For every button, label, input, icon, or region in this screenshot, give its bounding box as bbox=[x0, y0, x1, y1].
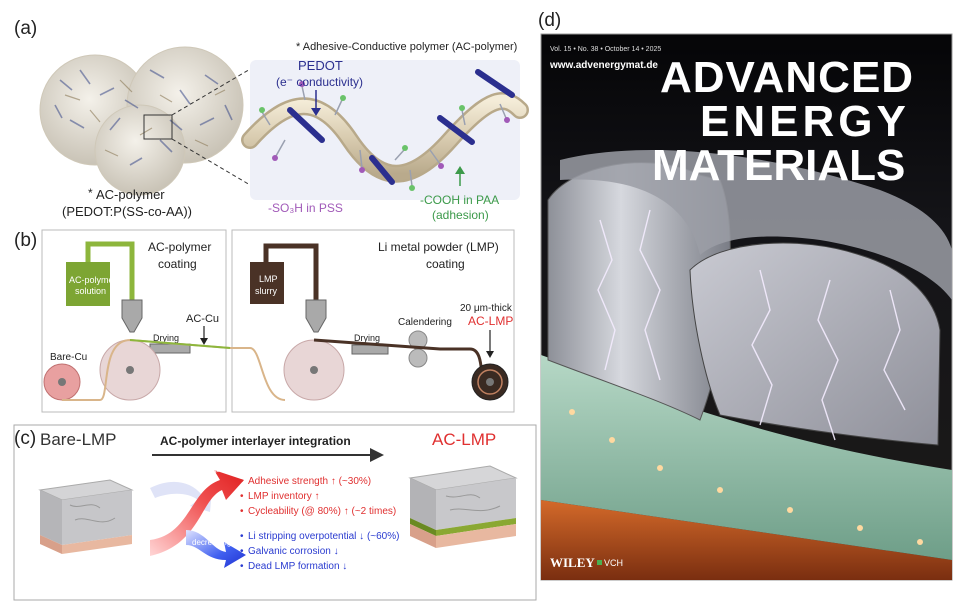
step2-title-1: Li metal powder (LMP) bbox=[378, 240, 499, 254]
down-item-1: Li stripping overpotential ↓ (~60%) bbox=[248, 531, 399, 542]
bare-cu-roll-core bbox=[58, 378, 66, 386]
particle-formula: (PEDOT:P(SS-co-AA)) bbox=[62, 204, 192, 219]
slurry-label-2: slurry bbox=[255, 286, 277, 296]
up-item-3: Cycleability (@ 80%) ↑ (~2 times) bbox=[248, 506, 396, 517]
ac-cu-label: AC-Cu bbox=[186, 313, 219, 325]
calendering-label: Calendering bbox=[398, 317, 452, 328]
decreasing-label: decreasing bbox=[192, 538, 231, 547]
ac-polymer-note: * Adhesive-Conductive polymer (AC-polyme… bbox=[296, 41, 517, 53]
journal-cover: Vol. 15 • No. 38 • October 14 • 2025 www… bbox=[540, 33, 953, 581]
decreasing-arrow bbox=[186, 530, 246, 568]
polymer-chain-diagram bbox=[241, 60, 529, 200]
drying-label-2: Drying bbox=[354, 333, 380, 343]
solution-feed-pipe bbox=[85, 241, 135, 300]
ac-lmp-roll-ring bbox=[477, 369, 503, 395]
cover-issue-line: Vol. 15 • No. 38 • October 14 • 2025 bbox=[550, 46, 661, 53]
cover-publisher-suffix: VCH bbox=[604, 558, 623, 568]
step1-title-2: coating bbox=[158, 257, 197, 271]
integration-title: AC-polymer interlayer integration bbox=[160, 434, 351, 448]
carboxyl-arrowhead bbox=[455, 166, 465, 174]
cover-title-energy: ENERGY bbox=[700, 97, 910, 146]
integration-arrowhead bbox=[370, 448, 384, 462]
coating-roll-2-core bbox=[310, 366, 318, 374]
pedot-sublabel: (e⁻ conductivity) bbox=[276, 75, 363, 89]
ac-polymer-particles bbox=[39, 46, 244, 196]
lmp-slurry-tank bbox=[250, 262, 284, 304]
carboxyl-label: -COOH in PAA bbox=[420, 193, 499, 207]
down-item-3: Dead LMP formation ↓ bbox=[248, 561, 347, 572]
increasing-arrow bbox=[150, 470, 244, 556]
carboxyl-sublabel: (adhesion) bbox=[432, 208, 489, 222]
step2-title-2: coating bbox=[426, 257, 465, 271]
up-item-bullet: • bbox=[240, 506, 244, 517]
panel-b-label: (b) bbox=[14, 230, 37, 251]
particle-label: AC-polymer bbox=[96, 187, 165, 202]
coating-roll-1-core bbox=[126, 366, 134, 374]
solution-label-1: AC-polymer bbox=[69, 275, 117, 285]
ac-lmp-block bbox=[408, 465, 518, 548]
particle-label-star: * bbox=[88, 186, 93, 200]
up-item-1: Adhesive strength ↑ (~30%) bbox=[248, 476, 371, 487]
step1-title-1: AC-polymer bbox=[148, 240, 211, 254]
pedot-label: PEDOT bbox=[298, 58, 343, 73]
step1-box bbox=[41, 229, 227, 413]
cover-title-advanced: ADVANCED bbox=[660, 53, 914, 102]
cover-url: www.advenergymat.de bbox=[549, 60, 658, 71]
zoom-line-top bbox=[171, 67, 253, 116]
panel-c-frame bbox=[13, 424, 537, 601]
cover-publisher: WILEY bbox=[550, 555, 595, 570]
down-item-bullet: • bbox=[240, 546, 244, 557]
slurry-label-1: LMP bbox=[259, 274, 278, 284]
dryer-1 bbox=[149, 343, 191, 354]
solution-label-2: solution bbox=[75, 286, 106, 296]
up-item-bullet: • bbox=[240, 491, 244, 502]
bare-cu-label: Bare-Cu bbox=[50, 352, 87, 363]
ac-polymer-solution-tank bbox=[66, 262, 110, 306]
drying-label-1: Drying bbox=[153, 333, 179, 343]
slot-die-2 bbox=[305, 299, 327, 333]
ac-lmp-title: AC-LMP bbox=[432, 430, 496, 449]
ac-cu-arrowhead bbox=[200, 338, 208, 345]
up-items-list: • Adhesive strength ↑ (~30%) • LMP inven… bbox=[240, 476, 396, 517]
panel-d-label: (d) bbox=[538, 10, 561, 31]
up-item-bullet: • bbox=[240, 476, 244, 487]
bare-lmp-block bbox=[38, 479, 134, 554]
ac-lmp-roll-core bbox=[486, 378, 494, 386]
panel-c-label: (c) bbox=[14, 428, 36, 449]
down-item-bullet: • bbox=[240, 561, 244, 572]
pedot-arrowhead bbox=[311, 108, 321, 116]
bare-lmp-title: Bare-LMP bbox=[40, 430, 117, 449]
cover-title-materials: MATERIALS bbox=[652, 141, 905, 190]
slurry-feed-pipe bbox=[263, 243, 319, 300]
panel-a-label: (a) bbox=[14, 18, 37, 39]
zoom-line-bottom bbox=[171, 138, 263, 193]
up-item-2: LMP inventory ↑ bbox=[248, 491, 320, 502]
down-items-list: • Li stripping overpotential ↓ (~60%) • … bbox=[240, 531, 399, 572]
ac-lmp-arrowhead bbox=[486, 351, 494, 358]
down-item-bullet: • bbox=[240, 531, 244, 542]
slot-die-1 bbox=[121, 299, 143, 333]
ac-cu-web bbox=[129, 339, 231, 349]
step2-box bbox=[231, 229, 515, 413]
sulfonate-label: -SO₃H in PSS bbox=[268, 201, 343, 215]
thickness-label: 20 μm-thick bbox=[460, 303, 513, 314]
ac-lmp-label-b: AC-LMP bbox=[468, 314, 513, 328]
cover-publisher-mark bbox=[597, 560, 602, 565]
down-item-2: Galvanic corrosion ↓ bbox=[248, 546, 339, 557]
calender-roll-bottom bbox=[408, 348, 428, 368]
